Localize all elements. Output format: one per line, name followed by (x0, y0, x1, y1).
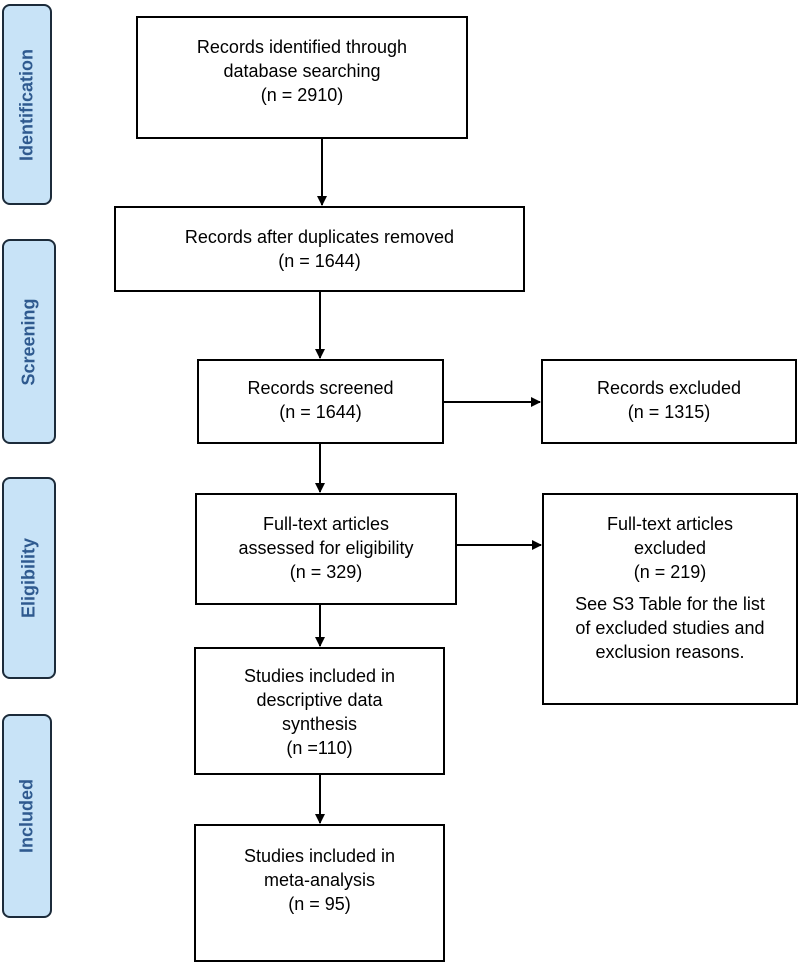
box-records-screened-line: Records screened (247, 378, 394, 398)
exclusion-note: See S3 Table for the list of excluded st… (544, 592, 796, 664)
box-fulltext-excluded-line: excluded (633, 538, 707, 558)
box-descriptive-synthesis-line: synthesis (281, 714, 358, 734)
box-records-excluded: Records excluded (n = 1315) (541, 359, 797, 444)
box-fulltext-assessed-count: (n = 329) (289, 562, 363, 582)
box-records-identified-count: (n = 2910) (260, 85, 344, 105)
phase-included: Included (2, 714, 52, 918)
box-records-screened-count: (n = 1644) (279, 402, 362, 422)
box-descriptive-synthesis-line: descriptive data (256, 690, 383, 710)
box-meta-analysis-line: meta-analysis (263, 870, 376, 890)
box-fulltext-assessed-line: assessed for eligibility (238, 538, 414, 558)
phase-eligibility: Eligibility (2, 477, 56, 679)
box-fulltext-assessed-line: Full-text articles (262, 514, 390, 534)
phase-screening: Screening (2, 239, 56, 444)
box-fulltext-excluded-count: (n = 219) (633, 562, 707, 582)
phase-identification: Identification (2, 4, 52, 205)
box-duplicates-removed-line: Records after duplicates removed (184, 227, 455, 247)
box-records-screened: Records screened (n = 1644) (197, 359, 444, 444)
box-records-excluded-count: (n = 1315) (627, 402, 711, 422)
box-meta-analysis: Studies included in meta-analysis (n = 9… (194, 824, 445, 962)
box-fulltext-excluded-line: Full-text articles (606, 514, 734, 534)
exclusion-note-line: exclusion reasons. (595, 642, 745, 662)
box-duplicates-removed-count: (n = 1644) (278, 251, 361, 271)
box-meta-analysis-count: (n = 95) (288, 894, 351, 914)
box-duplicates-removed: Records after duplicates removed (n = 16… (114, 206, 525, 292)
box-fulltext-assessed: Full-text articles assessed for eligibil… (195, 493, 457, 605)
exclusion-note-line: of excluded studies and (575, 618, 765, 638)
box-meta-analysis-line: Studies included in (243, 846, 396, 866)
box-records-identified-line: Records identified through (196, 37, 408, 57)
box-descriptive-synthesis-count: (n =110) (286, 738, 353, 758)
exclusion-note-line: See S3 Table for the list (575, 594, 765, 614)
box-descriptive-synthesis-line: Studies included in (243, 666, 396, 686)
box-records-excluded-line: Records excluded (596, 378, 742, 398)
box-records-identified: Records identified through database sear… (136, 16, 468, 139)
box-records-identified-line: database searching (223, 61, 381, 81)
box-descriptive-synthesis: Studies included in descriptive data syn… (194, 647, 445, 775)
box-fulltext-excluded: Full-text articles excluded (n = 219) Se… (542, 493, 798, 705)
